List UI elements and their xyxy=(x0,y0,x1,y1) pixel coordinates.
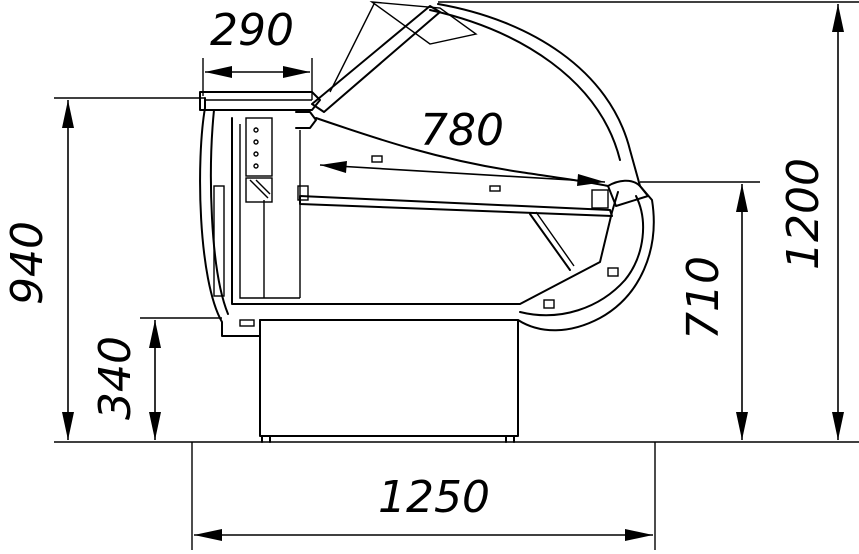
dim-340-label: 340 xyxy=(90,336,141,420)
display-case-outline xyxy=(199,1,655,443)
dim-710-label: 710 xyxy=(678,256,729,340)
dim-940-label: 940 xyxy=(2,221,53,305)
dimension-lines xyxy=(54,1,859,550)
dim-1250-label: 1250 xyxy=(378,472,490,523)
dimension-labels: 290 780 1250 1200 940 710 340 xyxy=(2,5,829,523)
dim-780-label: 780 xyxy=(420,105,504,156)
dim-1200-label: 1200 xyxy=(778,158,829,270)
dim-290-label: 290 xyxy=(210,5,294,56)
